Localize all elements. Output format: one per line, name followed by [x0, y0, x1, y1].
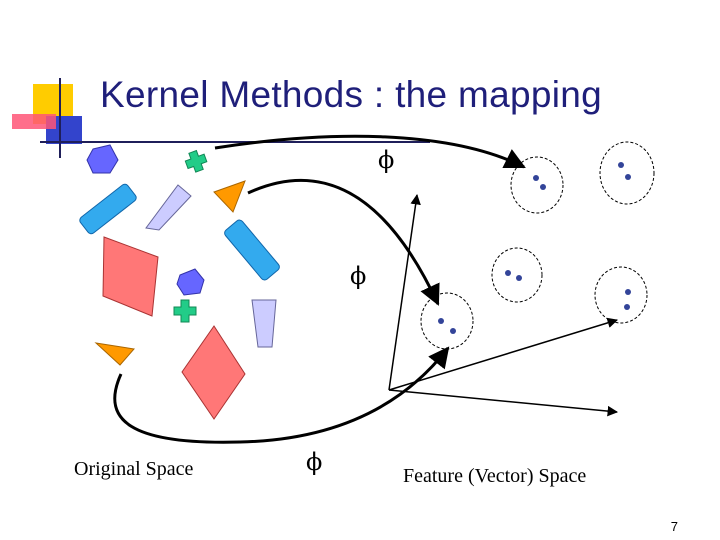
- feature-space-axes: [388, 193, 619, 417]
- cluster: [594, 266, 648, 324]
- cluster: [491, 247, 543, 303]
- phi-label: ϕ: [350, 262, 367, 290]
- phi-label: ϕ: [378, 146, 395, 174]
- feature-space-label: Feature (Vector) Space: [403, 465, 587, 487]
- phi-label: ϕ: [306, 448, 323, 476]
- cross-shape: [184, 149, 208, 173]
- hexagon-shape: [176, 268, 205, 296]
- original-space-shapes: [79, 144, 280, 420]
- cluster: [420, 292, 474, 350]
- data-point: [505, 270, 511, 276]
- data-point: [540, 184, 546, 190]
- mapping-arrows: [113, 134, 526, 444]
- triangle-shape: [213, 180, 246, 213]
- cluster-boundary: [594, 266, 648, 324]
- mapping-arrow: [247, 178, 440, 306]
- feature-space-clusters: [420, 141, 655, 350]
- slide-title: Kernel Methods : the mapping: [100, 74, 603, 115]
- cluster: [510, 156, 564, 214]
- original-space-label: Original Space: [74, 458, 194, 480]
- data-point: [450, 328, 456, 334]
- mapping-arrow: [113, 346, 450, 444]
- cluster-boundary: [420, 292, 474, 350]
- title-decoration: [12, 78, 430, 158]
- lavender-sliver-shape: [145, 184, 192, 231]
- diamond-shape: [102, 236, 159, 317]
- rounded-rect-shape: [79, 183, 137, 235]
- data-point: [438, 318, 444, 324]
- axis-vector: [388, 389, 619, 417]
- diamond-shape: [181, 325, 246, 420]
- triangle-shape: [94, 342, 135, 366]
- cluster-boundary: [510, 156, 564, 214]
- axis-vector: [388, 193, 421, 391]
- cluster-boundary: [599, 141, 655, 205]
- deco-red-bar: [12, 114, 56, 129]
- data-point: [533, 175, 539, 181]
- lavender-trapezoid-shape: [251, 299, 277, 348]
- data-point: [618, 162, 624, 168]
- data-point: [624, 304, 630, 310]
- axis-vector: [388, 317, 619, 391]
- cluster: [599, 141, 655, 205]
- cross-shape: [173, 299, 197, 323]
- rounded-rect-shape: [224, 219, 280, 281]
- page-number: 7: [670, 519, 678, 534]
- hexagon-shape: [86, 144, 119, 174]
- data-point: [625, 174, 631, 180]
- data-point: [516, 275, 522, 281]
- mapping-arrow: [214, 134, 526, 169]
- cluster-boundary: [491, 247, 543, 303]
- data-point: [625, 289, 631, 295]
